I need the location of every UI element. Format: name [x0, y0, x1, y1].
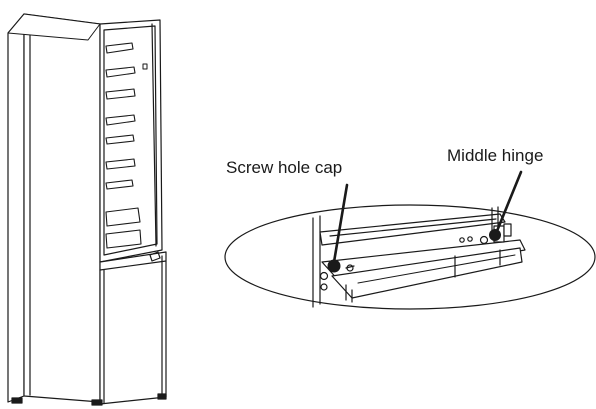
- screw-hole-cap-marker: [327, 259, 341, 273]
- middle-hinge-marker: [489, 229, 501, 241]
- refrigerator-icon: [7, 13, 167, 406]
- hinge-detail-ellipse: [224, 204, 596, 310]
- middle-hinge-leader: [495, 170, 523, 233]
- middle-hinge-label: Middle hinge: [447, 146, 544, 165]
- screw-hole-cap-label: Screw hole cap: [226, 158, 343, 177]
- screw-hole-cap-leader: [332, 183, 349, 264]
- door-shelves: [105, 42, 148, 249]
